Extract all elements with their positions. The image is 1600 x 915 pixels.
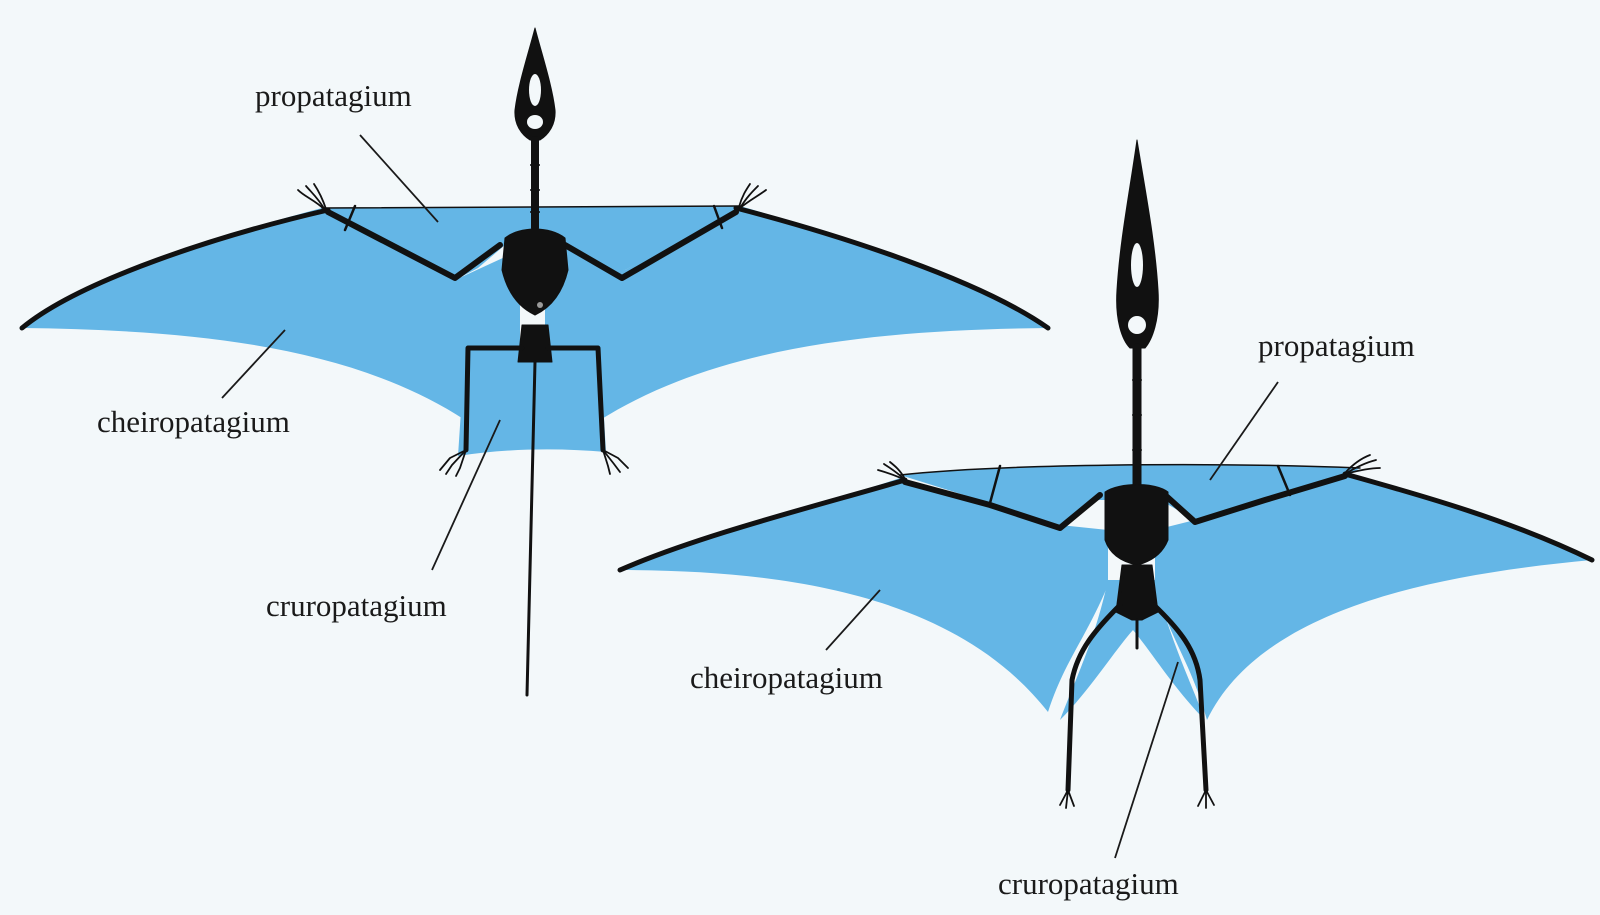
figure-2-pelvis-lines (1121, 577, 1153, 593)
figure-1-right-claws (738, 183, 767, 209)
figure-2-propatagium-leader (1209, 381, 1279, 481)
figure-1-right-foot (602, 449, 629, 475)
figure-2-right-wing-membrane (1155, 472, 1592, 720)
figure-1-skull-opening (529, 74, 541, 106)
figure-1-right-pteroid (712, 204, 724, 230)
figure-1-eye-socket (527, 115, 543, 129)
figure-2-pterosaur (617, 139, 1595, 859)
figure-1-cheiropatagium-label: cheiropatagium (97, 404, 290, 439)
figure-2-left-arm (902, 479, 1103, 531)
figure-1-cheiropatagium-leader (221, 329, 286, 399)
figure-2-right-pteroid (1276, 464, 1292, 497)
figure-2-cruropatagium-label: cruropatagium (998, 866, 1179, 901)
figure-1-shoulder-mark (537, 302, 543, 308)
figure-2-torso (1104, 484, 1169, 566)
figure-1-torso (501, 228, 569, 316)
figure-2-propatagium-label: propatagium (1258, 328, 1415, 363)
figure-1-right-arm (562, 209, 739, 281)
figure-1-pelvis (517, 324, 553, 363)
figure-1-left-leg (463, 345, 525, 453)
figure-1-pterosaur (19, 27, 1051, 697)
figure-1-cruropatagium-label: cruropatagium (266, 588, 447, 623)
figure-2-cheiropatagium-label: cheiropatagium (690, 660, 883, 695)
figure-1-left-leading-edge (19, 207, 331, 331)
figure-1-right-leading-edge (733, 205, 1051, 331)
figure-2-right-foot (1197, 789, 1215, 809)
figure-2-cheiropatagium-leader (825, 589, 881, 651)
figure-2-left-claws (877, 461, 906, 481)
figure-1-cruropatagium-leader (431, 419, 501, 571)
figure-2-eye-socket (1128, 316, 1146, 334)
figure-1-right-leg (545, 345, 606, 453)
figure-1-right-wing-membrane (545, 206, 1048, 420)
figure-2-right-leg (1151, 602, 1209, 793)
figure-1-left-arm (325, 209, 503, 281)
figure-2-propatagium-edge (899, 463, 1361, 476)
figure-1-left-claws (297, 183, 327, 211)
figure-1-left-pteroid (343, 204, 357, 232)
figure-2-left-leading-edge (617, 477, 908, 573)
figure-2-right-claws (1344, 454, 1381, 475)
figure-2-neck-joints (1132, 379, 1142, 451)
figure-1-neck-joints (530, 164, 540, 213)
figure-2-cruropatagium-leader (1114, 661, 1179, 859)
figure-1-propatagium-label: propatagium (255, 78, 412, 113)
figure-2-skull-opening (1131, 243, 1143, 287)
figure-1-left-foot (439, 449, 467, 477)
figure-1-left-wing-membrane (22, 208, 520, 420)
figure-2-left-leg (1065, 602, 1123, 793)
figure-2-left-wing-membrane (620, 478, 1108, 712)
figure-1-propatagium-leader (359, 134, 439, 223)
figure-1-tail (525, 360, 537, 697)
figure-1-pelvis-lines (519, 334, 551, 355)
figure-2-right-leading-edge (1342, 471, 1595, 563)
figure-2-right-arm (1162, 473, 1348, 525)
figure-2-left-pteroid (988, 464, 1002, 505)
figure-2-left-foot (1059, 789, 1075, 809)
